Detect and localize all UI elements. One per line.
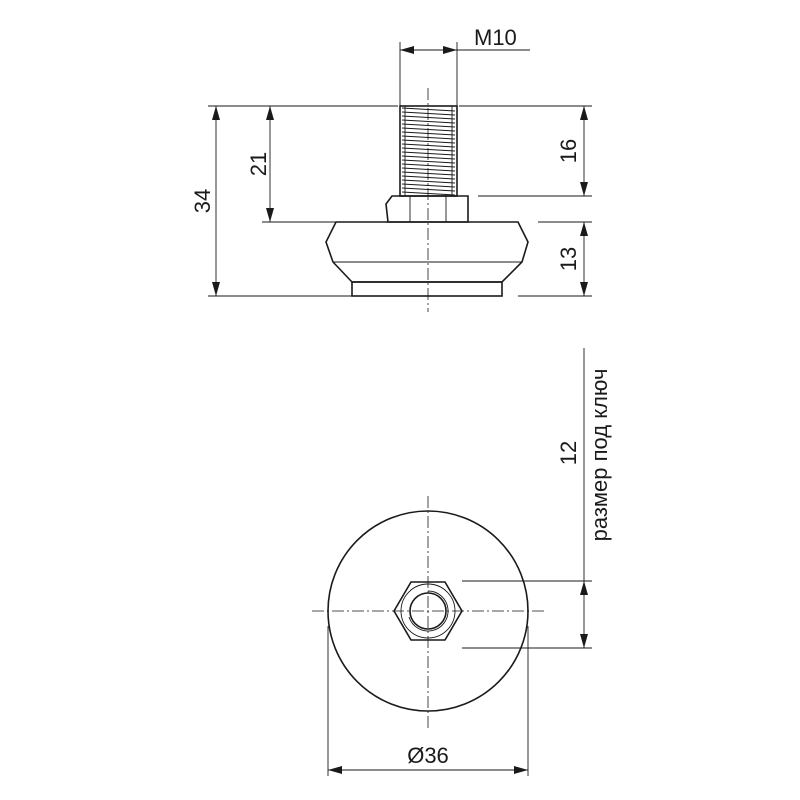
dim-label-base-height: 13 [556, 247, 581, 271]
top-view: 12 размер под ключ Ø36 [312, 348, 612, 776]
dim-label-thread: M10 [474, 25, 517, 50]
side-view: M10 34 21 16 [190, 25, 592, 312]
dim-label-base-diameter: Ø36 [407, 743, 449, 768]
dim-base-diameter: Ø36 [327, 626, 529, 776]
thread-stud [399, 105, 458, 197]
dim-stud-height: 21 [246, 106, 336, 223]
dim-wrench-size: 12 размер под ключ [462, 348, 612, 649]
dim-label-thread-length: 16 [556, 139, 581, 163]
dim-thread-length: 16 [459, 105, 592, 197]
dim-label-stud-height: 21 [246, 152, 271, 176]
dim-total-height: 34 [190, 105, 398, 297]
base-side [325, 221, 529, 297]
dim-label-total-height: 34 [190, 189, 215, 213]
dim-base-height: 13 [518, 221, 592, 297]
hex-nut-side [385, 195, 469, 223]
dim-label-wrench-size: 12 [556, 441, 581, 465]
dim-thread-diameter: M10 [399, 25, 530, 106]
dim-label-wrench-note: размер под ключ [587, 369, 612, 542]
thread-bore-arc [408, 590, 449, 632]
